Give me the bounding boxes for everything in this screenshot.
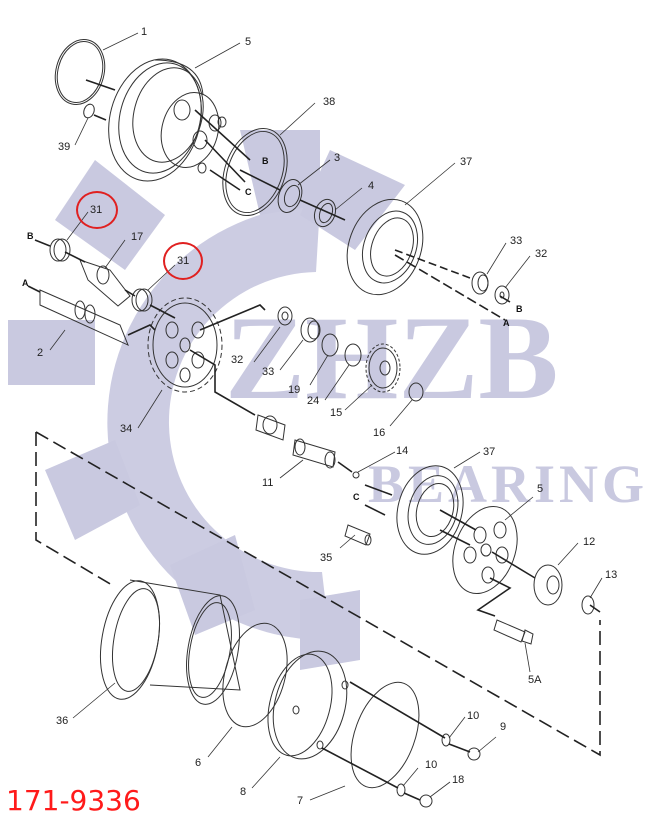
callout-34: 34 [120,423,133,435]
ref-letter-b: B [27,231,34,241]
ref-letter-a: A [503,318,510,328]
callout-19: 19 [288,384,301,396]
callout-32: 32 [535,248,548,260]
callout-33: 33 [510,235,523,247]
callout-10: 10 [425,759,438,771]
callout-11: 11 [262,477,274,489]
ref-letter-b: B [516,304,523,314]
callout-31-highlighted: 31 [177,255,190,267]
callout-1: 1 [141,26,148,38]
callout-10: 10 [467,710,480,722]
callout-18: 18 [452,774,465,786]
ref-letter-c: C [353,492,360,502]
part-number-label: 171-9336 [6,784,141,817]
callout-5a: 5A [528,674,542,686]
watermark-text-bearings: BEARINGS [368,454,647,514]
callout-13: 13 [605,569,618,581]
callout-35: 35 [320,552,333,564]
callout-39: 39 [58,141,71,153]
callout-12: 12 [583,536,596,548]
callout-5: 5 [537,483,544,495]
callout-33: 33 [262,366,275,378]
callout-15: 15 [330,407,343,419]
callout-6: 6 [195,757,202,769]
callout-4: 4 [368,180,375,192]
watermark-text-zhzb: ZHZB [225,291,558,424]
callout-9: 9 [500,721,507,733]
callout-3: 3 [334,152,341,164]
ref-letter-c: C [245,187,252,197]
callout-31-highlighted: 31 [90,204,103,216]
callout-5: 5 [245,36,252,48]
callout-32: 32 [231,354,244,366]
callout-38: 38 [323,96,336,108]
callout-16: 16 [373,427,386,439]
ref-letter-b: B [262,156,269,166]
callout-2: 2 [37,347,44,359]
callout-37: 37 [460,156,473,168]
callout-36: 36 [56,715,69,727]
highlight-circle-31-left [76,191,118,229]
o-ring-part-1 [54,39,106,105]
callout-14: 14 [396,445,409,457]
ref-letter-a: A [22,278,29,288]
callout-24: 24 [307,395,320,407]
callout-8: 8 [240,786,247,798]
callout-37: 37 [483,446,496,458]
callout-17: 17 [131,231,144,243]
highlight-circle-31-right [163,242,203,280]
callout-7: 7 [297,795,304,807]
